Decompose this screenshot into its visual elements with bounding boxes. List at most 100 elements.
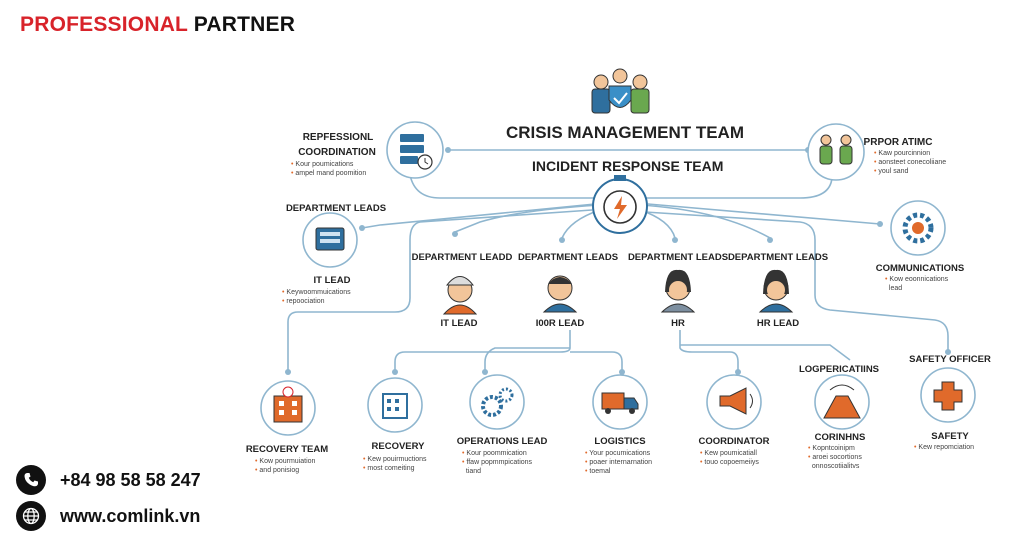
phone-icon [16,465,46,495]
bullet: ampel mand poomition [295,170,367,177]
bullet: Kow pourmuiation [259,458,316,465]
bullet: toemal [589,468,611,475]
it-lead-left-title: IT LEAD [313,275,351,286]
bullet: youl sand [878,168,909,175]
operations-gears-icon [469,374,525,430]
bottom-title-2: RECOVERY [371,441,425,452]
contact-website[interactable]: www.comlink.vn [16,501,200,531]
megaphone-icon [706,374,762,430]
avatar-it-lead [442,276,478,315]
globe-icon [16,501,46,531]
bottom-bullets-6: • Kopntcoinipm • aroei socortions onnosc… [808,445,862,470]
bullet: Kaw pourcinnion [878,150,931,157]
connector [361,203,596,229]
brand-part2: PARTNER [193,13,296,36]
dept-col-head-1: DEPARTMENT LEADD [411,252,513,263]
diagram-title: CRISIS MANAGEMENT TEAM [506,123,744,142]
bullet: aroei socortions [812,454,862,461]
avatar-door-lead [542,275,578,313]
bullet: lead [888,285,903,292]
communications-bullets: • Kow eoonnications lead [885,276,949,292]
top-left-bullets: • Kour poumications • ampel mand poomiti… [291,161,367,177]
bullet: Keywoommuications [286,289,351,296]
bullet: Your pocumications [589,450,651,457]
bottom-bullets-5: • Kew poumicatiall • touo copoemeiiys [700,450,759,466]
avatar-hr-lead [758,269,794,313]
bullet: onnoscotiialitvs [811,463,860,470]
connector [639,204,771,239]
people-group-icon [807,123,865,181]
brand-title: PROFESSIONAL PARTNER [20,13,295,37]
bullet: Kew poumicatiall [704,450,757,457]
bottom-bullets-1: • Kow pourmuiation • and ponisiog [255,458,316,474]
brand-part1: PROFESSIONAL [20,13,188,36]
bullet: tiand [465,468,482,475]
diagram-subtitle: INCIDENT RESPONSE TEAM [532,158,724,174]
bullet: Kew pouirmuctions [367,456,427,463]
contact-phone[interactable]: +84 98 58 58 247 [16,465,201,495]
server-clock-icon [386,121,444,179]
dept-col-role-2: I00R LEAD [535,318,585,329]
bottom-bullets-4: • Your pocumications • poaer internarnat… [585,450,653,475]
bullet: repoociation [286,298,325,305]
bottom-title-6: CORINHNS [814,432,866,443]
bullet: Kopntcoinipm [812,445,855,452]
bottom-title-4: LOGISTICS [594,436,646,447]
stopwatch-bolt-icon [592,175,648,234]
connector-lines [287,149,949,372]
top-left-title-2: COORDINATION [298,147,376,158]
connector-nodes [285,147,951,375]
dept-col-head-3: DEPARTMENT LEADS [627,252,729,263]
bullet: Kew repomciation [918,444,975,451]
connector [644,211,949,352]
connector [647,203,881,225]
it-tablet-icon [302,212,358,268]
dept-col-head-4: DEPARTMENT LEADS [727,252,829,263]
bullet: most comeiting [367,465,415,472]
gear-icon [890,200,946,256]
top-right-bullets: • Kaw pourcinnion • aonsteet conecoliian… [874,150,947,175]
dept-col-head-2: DEPARTMENT LEADS [517,252,619,263]
dept-leads-left: DEPARTMENT LEADS [285,203,387,214]
bullet: Kour poommication [466,450,527,457]
logistics-truck-icon [592,374,648,430]
handshake-icon [814,374,870,430]
dept-col-role-1: IT LEAD [440,318,478,329]
communications-title: COMMUNICATIONS [875,263,965,274]
bullet: and ponisiog [259,467,300,474]
bottom-bullets-7: • Kew repomciation [914,444,975,451]
bullet: Kow eoonnications [889,276,949,283]
safety-officer-label: SAFETY OFFICER [909,354,991,365]
top-left-title-1: REPFESSIONL [302,132,374,143]
bottom-bullets-2: • Kew pouirmuctions • most comeiting [363,456,427,472]
connector [570,351,623,372]
connector [394,330,571,372]
it-lead-left-bullets: • Keywoommuications • repoociation [282,289,351,305]
team-shield-icon [591,68,650,114]
avatar-hr [660,269,696,313]
recovery-building-icon [367,377,423,433]
bullet: ffaw popmmpications [466,459,533,466]
connector [287,209,593,372]
bullet: aonsteet conecoliiane [878,159,947,166]
bottom-title-3: OPERATIONS LEAD [456,436,548,447]
bottom-title-5: COORDINATOR [698,436,770,447]
bullet: poaer internarnation [589,459,653,466]
connector [484,347,570,372]
connector [680,344,851,361]
dept-col-role-3: HR [671,318,685,329]
bullet: touo copoemeiiys [704,459,759,466]
logpercations-label: LOGPERICATIINS [798,364,880,375]
website-url: www.comlink.vn [60,505,201,526]
bullet: Kour poumications [295,161,354,168]
connector [454,204,601,233]
hospital-building-icon [260,380,316,436]
bottom-bullets-3: • Kour poommication • ffaw popmmpication… [462,450,533,475]
phone-number: +84 98 58 58 247 [60,469,201,490]
bottom-title-1: RECOVERY TEAM [245,444,329,455]
safety-cross-icon [920,367,976,423]
connector [679,330,739,372]
dept-col-role-4: HR LEAD [756,318,800,329]
top-right-title: PRPOR ATIMC [863,137,933,148]
